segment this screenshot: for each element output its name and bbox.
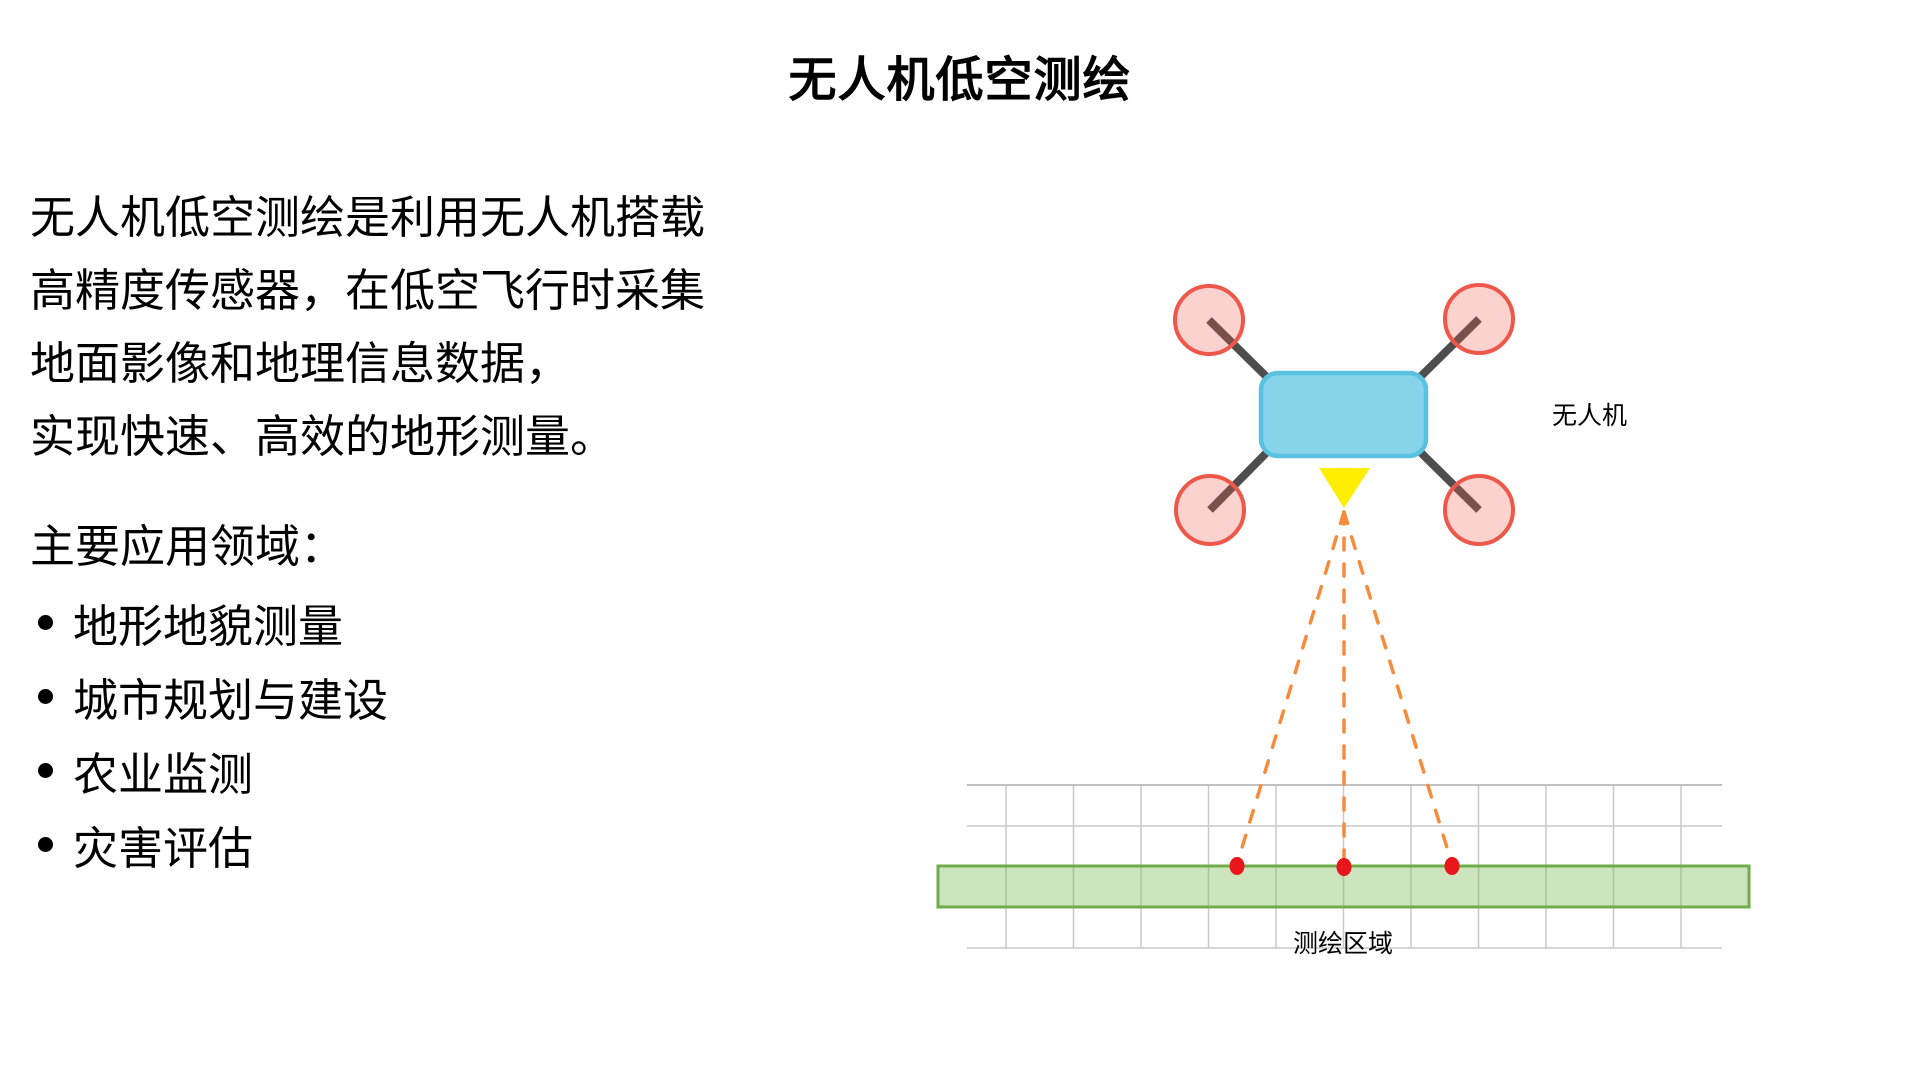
scan-rays [1235,510,1454,866]
ground-point [1229,857,1245,875]
applications-list: 地形地貌测量 城市规划与建设 农业监测 灾害评估 [30,585,388,881]
ground-points [1229,857,1460,876]
intro-line-1: 无人机低空测绘是利用无人机搭载 [30,191,706,244]
drone-rotor [1174,474,1246,546]
list-item-urban: 城市规划与建设 [30,659,388,733]
scan-ray-right [1342,510,1454,866]
intro-line-4: 实现快速、高效的地形测量。 [30,410,616,463]
camera-cone [1319,468,1370,508]
drone-rotor [1443,283,1515,355]
bullet-dot-icon [38,836,53,852]
ground-point [1444,857,1460,875]
drone-body [1258,370,1429,459]
bullet-dot-icon [38,614,53,630]
ground-point [1336,858,1352,876]
list-item-label: 灾害评估 [73,821,254,875]
scan-ray-left [1235,510,1346,866]
list-item-agriculture: 农业监测 [30,733,388,807]
list-item-label: 农业监测 [73,747,254,801]
bullet-dot-icon [38,762,53,778]
applications-heading: 主要应用领域： [30,520,346,573]
survey-area-label: 测绘区域 [1293,929,1393,958]
drone-rotors [1173,283,1515,546]
page-title: 无人机低空测绘 [788,52,1132,108]
drone-rotor [1173,284,1245,356]
bullet-dot-icon [38,688,53,704]
intro-paragraph: 无人机低空测绘是利用无人机搭载 高精度传感器，在低空飞行时采集 地面影像和地理信… [30,181,705,473]
intro-line-3: 地面影像和地理信息数据， [30,337,571,390]
intro-line-2: 高精度传感器，在低空飞行时采集 [30,264,706,317]
list-item-terrain: 地形地貌测量 [30,585,388,659]
list-item-disaster: 灾害评估 [30,807,388,881]
list-item-label: 地形地貌测量 [73,599,344,653]
drone-label: 无人机 [1552,401,1627,430]
drone-rotor [1443,474,1515,546]
list-item-label: 城市规划与建设 [73,673,389,727]
